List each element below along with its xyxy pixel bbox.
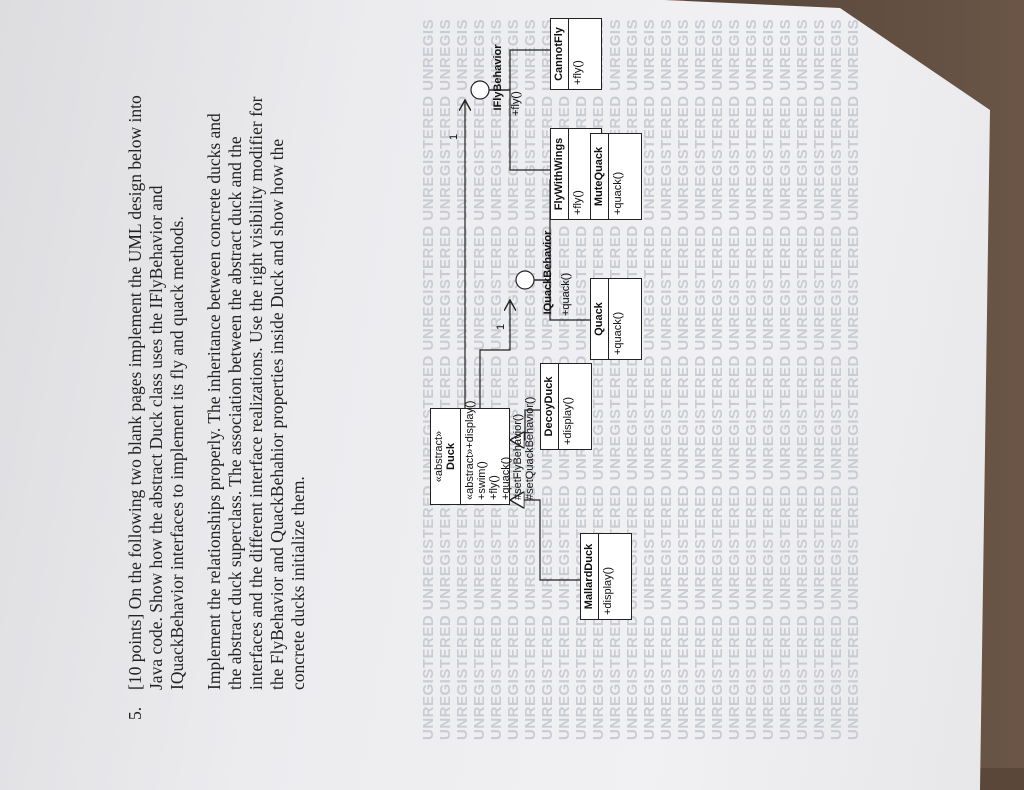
ifly-name: IFlyBehavior xyxy=(492,44,504,111)
cannotfly-name: CannotFly xyxy=(551,19,569,89)
uml-class-quack: Quack +quack() xyxy=(590,278,642,360)
flywithwings-name: FlyWithWings xyxy=(551,129,569,219)
quack-operations: +quack() xyxy=(612,311,624,355)
duck-name: Duck xyxy=(445,443,457,470)
cannotfly-operations: +fly() xyxy=(572,60,584,85)
duck-title: «abstract» Duck xyxy=(431,409,461,504)
uml-class-mutequack: MuteQuack +quack() xyxy=(590,133,642,220)
duck-stereotype: «abstract» xyxy=(433,430,445,483)
uml-class-decoyduck: DecoyDuck +display() xyxy=(540,363,592,450)
mallard-name: MallardDuck xyxy=(581,534,599,619)
iquack-operations: +quack() xyxy=(560,272,572,316)
mutequack-name: MuteQuack xyxy=(591,134,609,219)
iquack-name: IQuackBehavior xyxy=(542,230,554,315)
decoy-name: DecoyDuck xyxy=(541,364,559,449)
uml-class-mallardduck: MallardDuck +display() xyxy=(580,533,632,620)
uml-interface-iflybehavior: IFlyBehavior +fly() xyxy=(490,35,524,120)
duck-operations: «abstract»+display() +swim() +fly() +qua… xyxy=(464,396,536,500)
quack-multiplicity: 1 xyxy=(495,323,507,330)
paper-sheet xyxy=(0,0,990,790)
rotated-page-content: UNREGISTERED UNREGISTERED UNREGISTERED U… xyxy=(70,18,890,740)
uml-connectors xyxy=(70,49,590,581)
decoy-operations: +display() xyxy=(562,397,574,445)
uml-class-duck: «abstract» Duck «abstract»+display() +sw… xyxy=(430,397,536,505)
mallard-operations: +display() xyxy=(602,567,614,615)
fly-multiplicity: 1 xyxy=(448,133,460,140)
mutequack-operations: +quack() xyxy=(612,171,624,215)
ifly-operations: +fly() xyxy=(510,91,522,116)
uml-interface-iquackbehavior: IQuackBehavior +quack() xyxy=(540,225,574,320)
uml-class-cannotfly: CannotFly +fly() xyxy=(550,18,602,90)
quack-name: Quack xyxy=(591,279,609,359)
flywithwings-operations: +fly() xyxy=(572,190,584,215)
